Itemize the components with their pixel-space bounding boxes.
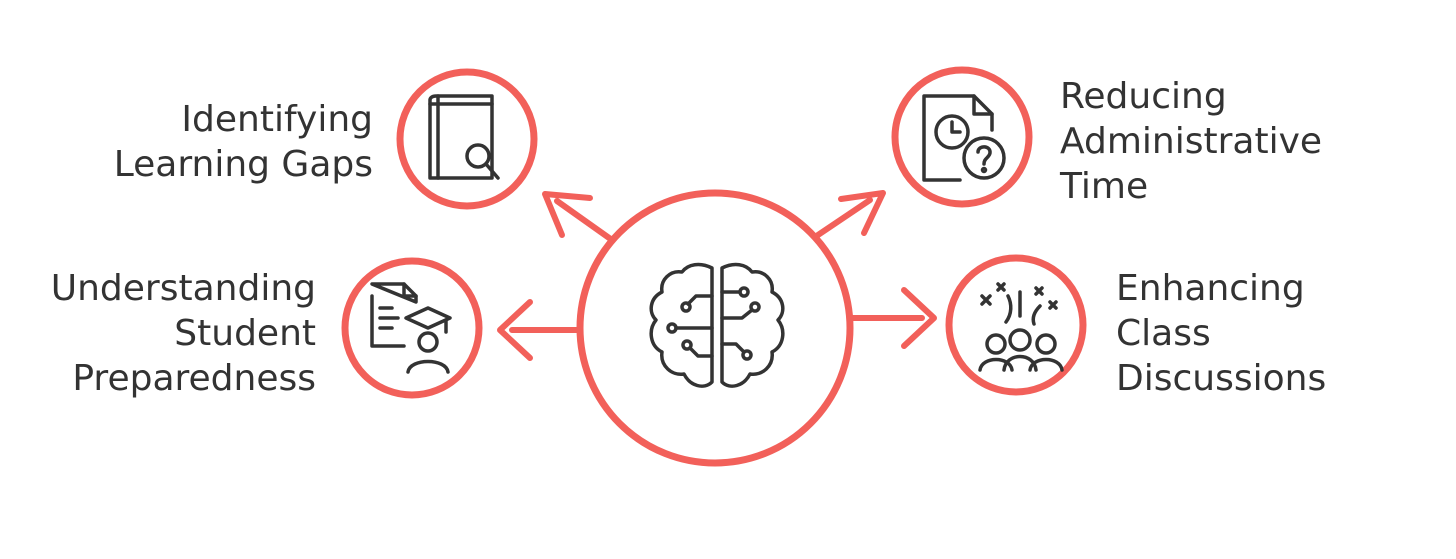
brain-circuit-icon (649, 262, 785, 388)
label-line: Discussions (1116, 358, 1327, 399)
node-circle-enhancing-class-discussions (945, 254, 1087, 396)
group-sparkle-icon (978, 282, 1064, 372)
label-reducing-administrative-time: Reducing Administrative Time (1060, 74, 1322, 209)
document-clock-question-icon (922, 94, 1006, 182)
label-line: Class (1116, 313, 1211, 354)
arrow-to-reducing-administrative-time (812, 190, 886, 240)
node-circle-understanding-student-preparedness (341, 257, 483, 399)
arrow-to-identifying-learning-gaps (542, 191, 615, 243)
label-identifying-learning-gaps: Identifying Learning Gaps (114, 97, 373, 187)
label-understanding-student-preparedness: Understanding Student Preparedness (51, 266, 316, 401)
label-line: Understanding (50, 268, 316, 309)
node-circle-identifying-learning-gaps (396, 68, 538, 210)
node-identifying-learning-gaps (396, 68, 538, 210)
label-line: Identifying (181, 99, 373, 140)
node-reducing-administrative-time (891, 66, 1033, 208)
label-line: Preparedness (72, 358, 316, 399)
label-line: Reducing (1060, 76, 1227, 117)
label-line: Student (174, 313, 316, 354)
arrows (497, 190, 937, 361)
node-enhancing-class-discussions (945, 254, 1087, 396)
center-circle (576, 189, 854, 467)
node-circle-reducing-administrative-time (891, 66, 1033, 208)
label-line: Time (1060, 166, 1149, 207)
document-graduate-icon (370, 282, 452, 374)
label-line: Administrative (1060, 121, 1323, 162)
arrow-to-understanding-student-preparedness (497, 299, 587, 361)
book-search-icon (428, 94, 500, 180)
center-hub (576, 189, 854, 467)
arrow-to-enhancing-class-discussions (849, 287, 937, 349)
label-line: Enhancing (1116, 268, 1305, 309)
label-enhancing-class-discussions: Enhancing Class Discussions (1116, 266, 1326, 401)
label-line: Learning Gaps (113, 144, 373, 185)
node-understanding-student-preparedness (341, 257, 483, 399)
